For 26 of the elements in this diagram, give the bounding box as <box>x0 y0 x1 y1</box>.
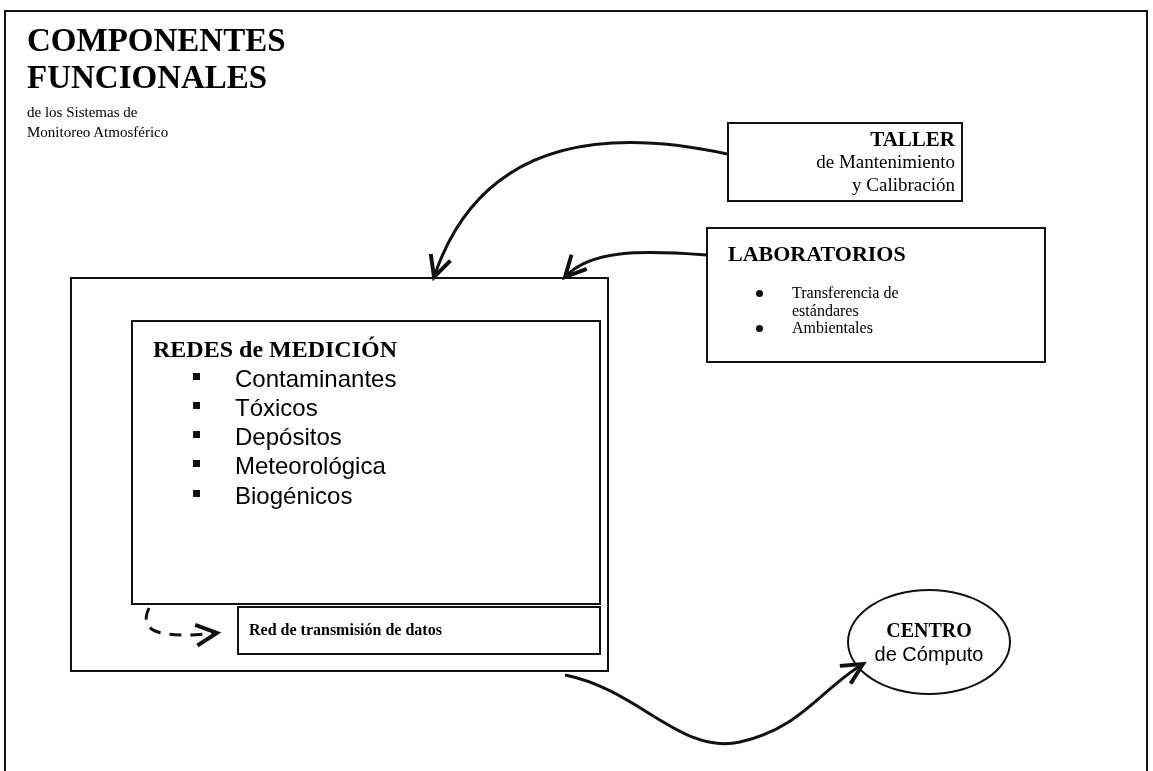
bullet-item: Depósitos <box>193 422 397 452</box>
bullet-item: Tóxicos <box>193 392 397 423</box>
process-box <box>131 320 601 605</box>
curved-arrow <box>430 141 728 279</box>
diagram-title: COMPONENTES FUNCIONALES <box>27 22 287 96</box>
process-box <box>727 122 963 202</box>
curved-arrow <box>564 662 865 746</box>
bullet-item: Ambientales <box>756 319 926 338</box>
node-heading: TALLER <box>870 127 955 152</box>
node-text: de Mantenimiento y Calibración <box>815 151 955 197</box>
node-heading: Red de transmisión de datos <box>249 621 442 640</box>
node-heading: REDES de MEDICIÓN <box>153 336 398 364</box>
process-box <box>237 606 601 655</box>
bullet-item: Contaminantes <box>193 363 397 393</box>
curved-arrow <box>144 607 219 648</box>
ellipse-node <box>847 589 1011 695</box>
process-box <box>706 227 1046 363</box>
curved-arrow <box>563 251 707 279</box>
bullet-item: Meteorológica <box>193 451 397 481</box>
bullet-item: Biogénicos <box>193 480 397 510</box>
node-heading: LABORATORIOS <box>728 241 906 267</box>
container-box <box>70 277 609 672</box>
bullet-item: Transferencia de estándares <box>756 284 926 320</box>
node-text: de Cómputo <box>874 641 984 666</box>
node-heading: CENTRO <box>886 618 972 642</box>
subtitle: de los Sistemas de Monitoreo Atmosférico <box>27 103 170 142</box>
